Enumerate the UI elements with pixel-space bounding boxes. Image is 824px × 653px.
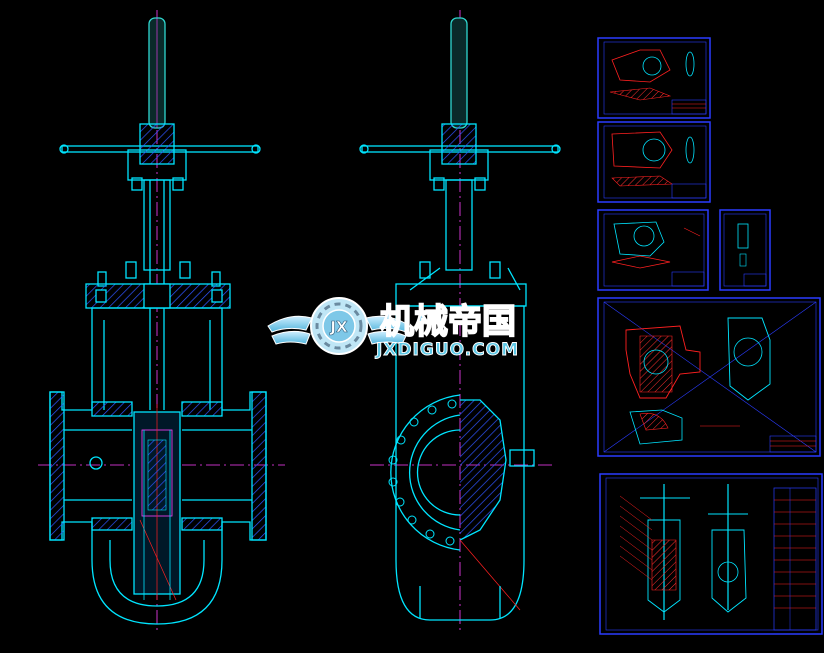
drawing-sheet-4 xyxy=(719,209,771,291)
gear-wings-logo-icon: JX xyxy=(267,297,411,355)
drawing-sheet-1 xyxy=(597,37,711,119)
logo-letters: JX xyxy=(329,318,348,336)
brand-url: JXDIGUO.COM xyxy=(375,340,519,360)
valve-section-front-view xyxy=(38,10,285,630)
brand-name-cn: 机械帝国 xyxy=(380,302,516,342)
drawing-sheet-3 xyxy=(597,209,709,291)
site-watermark: JX 机械帝国 JXDIGUO.COM xyxy=(267,297,519,360)
drawing-sheet-2 xyxy=(597,121,711,203)
valve-side-view xyxy=(359,10,561,630)
flange-bolt-holes xyxy=(388,399,457,546)
drawing-sheet-5 xyxy=(597,297,821,457)
drawing-sheet-thumbnails xyxy=(597,37,823,635)
drawing-sheet-6 xyxy=(599,473,823,635)
